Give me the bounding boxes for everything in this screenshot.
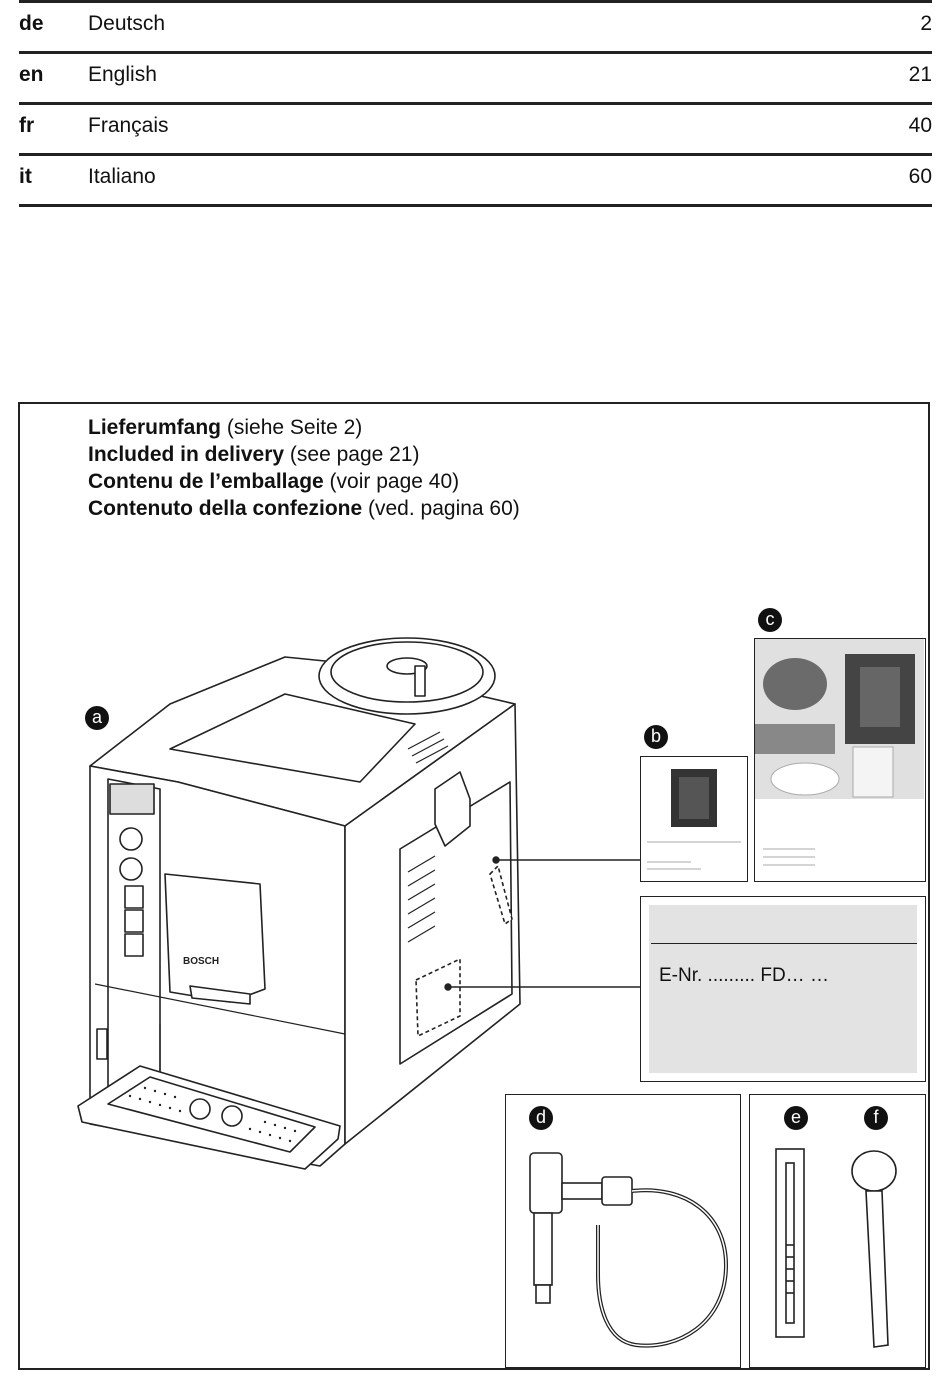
- quick-guide-illustration: [647, 769, 741, 870]
- heading-line-it: Contenuto della confezione (ved. pagina …: [88, 497, 520, 520]
- toc-row-fr[interactable]: fr Français 40: [19, 102, 932, 153]
- label-f: f: [864, 1106, 888, 1130]
- toc-page-number: 21: [908, 63, 932, 86]
- toc-row-it[interactable]: it Italiano 60: [19, 153, 932, 207]
- item-b-quick-guide: [640, 756, 748, 882]
- toc-language: Deutsch: [88, 12, 166, 35]
- measuring-spoon: [851, 1150, 897, 1192]
- rating-plate-text: E-Nr. ......... FD… …: [659, 965, 829, 986]
- label-a: a: [85, 706, 109, 730]
- toc-language: Italiano: [88, 165, 156, 188]
- rating-plate-background: E-Nr. ......... FD… …: [649, 905, 917, 1073]
- toc-code: de: [19, 12, 44, 35]
- language-index: de Deutsch 2 en English 21 fr Français 4…: [19, 0, 932, 207]
- label-b: b: [644, 725, 668, 749]
- item-d-milk-hose: [505, 1094, 741, 1368]
- toc-code: fr: [19, 114, 35, 137]
- delivery-contents-panel: Lieferumfang (siehe Seite 2) Included in…: [18, 402, 930, 1370]
- toc-row-en[interactable]: en English 21: [19, 51, 932, 102]
- manual-cover-illustration: [755, 639, 924, 866]
- delivery-heading: Lieferumfang (siehe Seite 2) Included in…: [88, 414, 520, 522]
- label-e: e: [784, 1106, 808, 1130]
- toc-page-number: 40: [908, 114, 932, 137]
- heading-line-fr: Contenu de l’emballage (voir page 40): [88, 470, 460, 493]
- label-c: c: [758, 608, 782, 632]
- item-e-f-accessories: [749, 1094, 926, 1368]
- coffee-machine-illustration: BOSCH: [77, 637, 640, 1170]
- toc-code: en: [19, 63, 44, 86]
- heading-line-en: Included in delivery (see page 21): [88, 443, 420, 466]
- toc-page-number: 60: [908, 165, 932, 188]
- toc-language: English: [88, 63, 157, 86]
- brand-logo: BOSCH: [183, 956, 219, 967]
- toc-page-number: 2: [920, 12, 932, 35]
- accessories-illustration: [775, 1148, 897, 1348]
- milk-hose-illustration: [529, 1152, 729, 1348]
- label-d: d: [529, 1106, 553, 1130]
- rating-plate-divider: [651, 943, 917, 944]
- toc-language: Français: [88, 114, 169, 137]
- toc-code: it: [19, 165, 32, 188]
- heading-line-de: Lieferumfang (siehe Seite 2): [88, 416, 363, 439]
- rating-plate: E-Nr. ......... FD… …: [640, 896, 926, 1082]
- toc-row-de[interactable]: de Deutsch 2: [19, 0, 932, 51]
- item-c-instruction-manual: [754, 638, 926, 882]
